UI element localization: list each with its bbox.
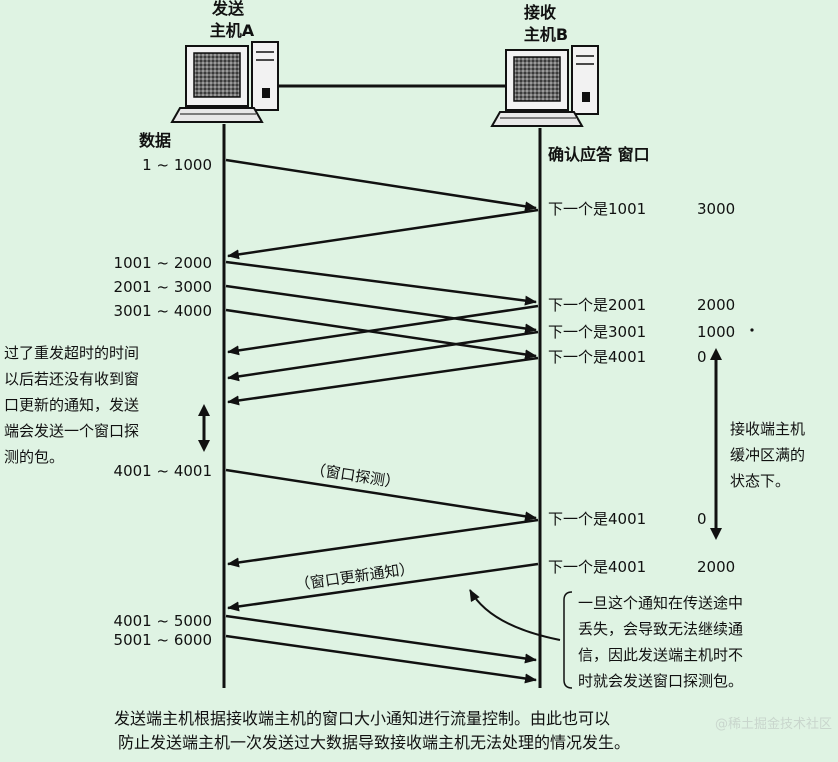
left-note-line2: 以后若还没有收到窗 xyxy=(4,370,139,388)
ack-next-3: 下一个是3001 xyxy=(548,323,646,341)
callout-line4: 时就会发送窗口探测包。 xyxy=(578,672,743,690)
segment-arrow-3 xyxy=(225,284,537,334)
ack-arrow-5 xyxy=(227,518,539,568)
data-column-header: 数据 xyxy=(139,131,171,150)
callout-line2: 丢失，会导致无法继续通 xyxy=(578,620,743,638)
ack-window-1: 3000 xyxy=(697,200,735,218)
watermark: @稀土掘金技术社区 xyxy=(715,716,832,732)
ack-arrow-4 xyxy=(227,356,539,406)
sender-title-line2: 主机A xyxy=(210,21,255,40)
right-double-arrow-down xyxy=(710,528,722,540)
segment-arrow-4 xyxy=(225,308,537,360)
left-note-line3: 口更新的通知，发送 xyxy=(4,396,139,414)
window-update-arrow xyxy=(227,562,539,612)
ack-next-2: 下一个是2001 xyxy=(548,296,646,314)
right-note-line1: 接收端主机 xyxy=(730,420,805,438)
ack-next-4: 下一个是4001 xyxy=(548,348,646,366)
callout-line1: 一旦这个通知在传送途中 xyxy=(578,594,743,612)
sender-computer-icon xyxy=(170,41,279,123)
receiver-computer-icon xyxy=(490,45,599,127)
caption-line1: 发送端主机根据接收端主机的窗口大小通知进行流量控制。由此也可以 xyxy=(114,709,610,728)
data-label-7: 5001 ~ 6000 xyxy=(114,631,212,649)
sender-title-line1: 发送 xyxy=(211,0,245,18)
segment-arrow-2 xyxy=(225,260,537,306)
data-label-4: 3001 ~ 4000 xyxy=(114,302,212,320)
callout-bracket xyxy=(563,591,573,689)
ack-window-6: 2000 xyxy=(697,558,735,576)
dot-mark xyxy=(750,328,754,332)
ack-window-2: 2000 xyxy=(697,296,735,314)
ack-arrow-3 xyxy=(227,330,539,382)
segment-arrow-5 xyxy=(225,614,537,664)
ack-next-1: 下一个是1001 xyxy=(548,200,646,218)
left-note-line4: 端会发送一个窗口探 xyxy=(4,422,139,440)
ack-window-3: 1000 xyxy=(697,323,735,341)
probe-label: （窗口探测） xyxy=(309,460,401,492)
segment-arrow-1 xyxy=(225,158,537,212)
data-label-3: 2001 ~ 3000 xyxy=(114,278,212,296)
receiver-title-line2: 主机B xyxy=(524,25,568,44)
callout-line3: 信，因此发送端主机时不 xyxy=(578,646,743,664)
left-note-line5: 测的包。 xyxy=(4,448,64,466)
left-double-arrow-up xyxy=(198,404,210,416)
right-double-arrow-up xyxy=(710,348,722,360)
receiver-title-line1: 接收 xyxy=(524,3,556,22)
ack-window-header: 确认应答 窗口 xyxy=(548,145,650,164)
ack-window-5: 0 xyxy=(697,510,707,528)
ack-window-4: 0 xyxy=(697,348,707,366)
data-label-1: 1 ~ 1000 xyxy=(142,156,212,174)
segment-arrow-6 xyxy=(225,634,537,684)
ack-arrow-1 xyxy=(227,208,539,260)
probe-arrow xyxy=(225,468,537,522)
data-label-5: 4001 ~ 4001 xyxy=(114,462,212,480)
right-note-line3: 状态下。 xyxy=(730,472,790,490)
ack-next-5: 下一个是4001 xyxy=(548,510,646,528)
ack-arrow-2 xyxy=(227,304,539,356)
left-double-arrow-down xyxy=(198,440,210,452)
data-label-6: 4001 ~ 5000 xyxy=(114,612,212,630)
right-note-line2: 缓冲区满的 xyxy=(730,446,805,464)
caption-line2: 防止发送端主机一次发送过大数据导致接收端主机无法处理的情况发生。 xyxy=(118,733,630,752)
callout-arrow xyxy=(469,589,561,641)
ack-next-6: 下一个是4001 xyxy=(548,558,646,576)
data-label-2: 1001 ~ 2000 xyxy=(114,254,212,272)
left-note-line1: 过了重发超时的时间 xyxy=(4,344,139,362)
